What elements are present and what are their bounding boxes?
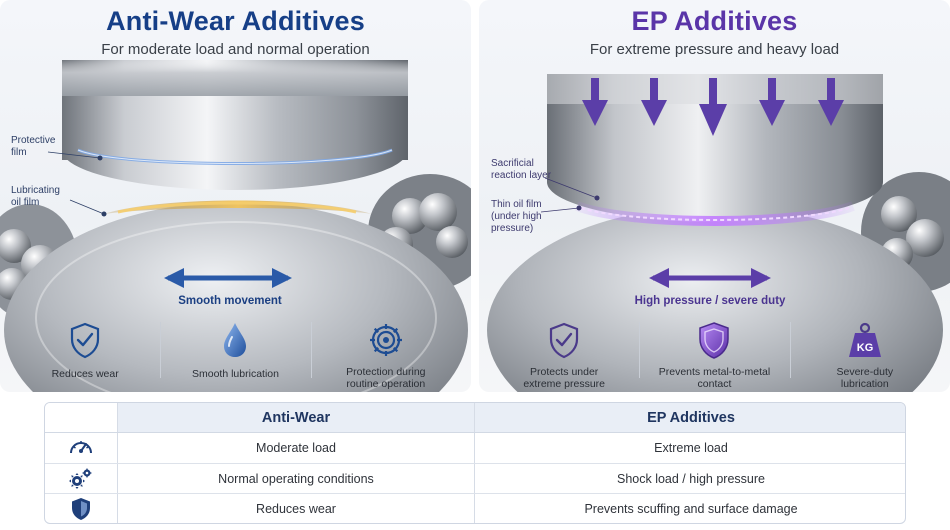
weight-kg-text: KG bbox=[857, 342, 874, 354]
cell-anti-wear: Moderate load bbox=[118, 433, 475, 463]
thin-oil-film-callout: Thin oil film (under high pressure) bbox=[491, 199, 542, 234]
feature-prevents-metal-contact: Prevents metal-to-metal contact bbox=[639, 318, 789, 390]
gears-icon bbox=[45, 464, 118, 493]
anti-wear-subtitle: For moderate load and normal operation bbox=[101, 41, 370, 58]
cell-ep: Extreme load bbox=[654, 441, 728, 455]
ep-features: Protects under extreme pressure Prevents… bbox=[489, 318, 940, 390]
anti-wear-illustration bbox=[0, 60, 471, 392]
feature-protects-extreme-pressure: Protects under extreme pressure bbox=[489, 318, 639, 390]
lower-wheel bbox=[487, 206, 943, 392]
ep-illustration bbox=[487, 74, 950, 392]
lubricating-oil-film-callout: Lubricating oil film bbox=[11, 185, 60, 208]
cell-anti-wear: Normal operating conditions bbox=[118, 464, 475, 493]
ep-panel: EP Additives For extreme pressure and he… bbox=[479, 0, 950, 392]
anti-wear-panel: Anti-Wear Additives For moderate load an… bbox=[0, 0, 471, 392]
high-pressure-label: High pressure / severe duty bbox=[634, 295, 786, 307]
shield-check-icon bbox=[544, 320, 584, 360]
protective-film-callout: Protective film bbox=[11, 135, 56, 158]
cell-anti-wear: Reduces wear bbox=[118, 494, 475, 523]
smooth-movement-label: Smooth movement bbox=[178, 295, 282, 307]
gear-icon bbox=[366, 320, 406, 360]
kg-weight-icon: KG bbox=[845, 320, 885, 360]
table-header-row: Anti-Wear EP Additives bbox=[45, 403, 905, 433]
oil-drop-icon bbox=[215, 320, 255, 360]
column-header-ep: EP Additives bbox=[647, 409, 735, 426]
anti-wear-features: Reduces wear Smooth lubrication Protecti… bbox=[10, 318, 461, 390]
feature-reduces-wear: Reduces wear bbox=[10, 318, 160, 384]
comparison-table: Anti-Wear EP Additives Moderate load Ext… bbox=[44, 402, 906, 524]
table-row: Reduces wear Prevents scuffing and surfa… bbox=[45, 494, 905, 523]
lower-wheel bbox=[4, 202, 468, 392]
shield-check-icon bbox=[65, 320, 105, 360]
cell-ep: Prevents scuffing and surface damage bbox=[584, 502, 798, 516]
anti-wear-title: Anti-Wear Additives bbox=[106, 6, 365, 36]
table-row: Moderate load Extreme load bbox=[45, 433, 905, 464]
feature-smooth-lubrication: Smooth lubrication bbox=[160, 318, 310, 384]
shield-purple-icon bbox=[694, 320, 734, 360]
column-header-anti-wear: Anti-Wear bbox=[118, 403, 475, 432]
table-row: Normal operating conditions Shock load /… bbox=[45, 464, 905, 494]
sacrificial-reaction-layer-callout: Sacrificial reaction layer bbox=[491, 158, 552, 181]
feature-routine-protection: Protection during routine operation bbox=[310, 318, 461, 390]
ep-subtitle: For extreme pressure and heavy load bbox=[589, 41, 840, 58]
pressure-arrows bbox=[582, 78, 844, 136]
feature-severe-duty: KG Severe-duty lubrication bbox=[789, 318, 940, 390]
cell-ep: Shock load / high pressure bbox=[616, 471, 765, 486]
shield-icon bbox=[45, 494, 118, 523]
gauge-icon bbox=[45, 433, 118, 463]
ep-title: EP Additives bbox=[631, 6, 798, 36]
